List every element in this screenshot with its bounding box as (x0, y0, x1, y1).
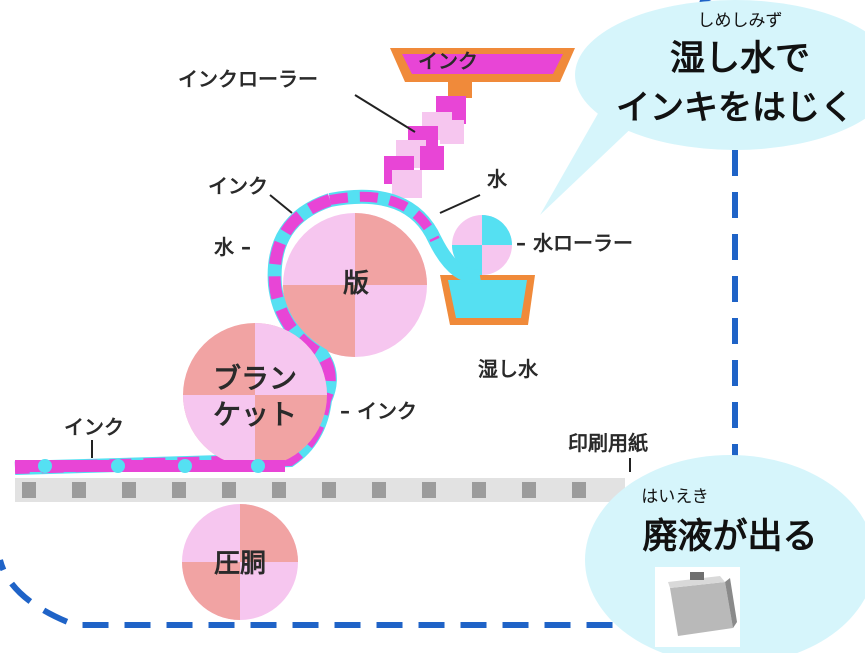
paper-perforation (472, 482, 486, 498)
paper-perforation (372, 482, 386, 498)
plate-cylinder (283, 213, 427, 357)
water-label-left: 水 – (214, 235, 251, 259)
paper-perforation (422, 482, 436, 498)
water-roller (452, 215, 512, 275)
speech-bubble-top (540, 0, 865, 215)
dampening-water-label: 湿し水 (478, 357, 539, 381)
paper-perforation (522, 482, 536, 498)
bubble-bottom-line1: 廃液が出る (642, 517, 818, 557)
paper-perforation (272, 482, 286, 498)
paper-perforation (322, 482, 336, 498)
ink-tray (390, 48, 575, 98)
ink-roller-leader (354, 94, 416, 133)
bubble-top-ruby: しめしみず (697, 11, 783, 31)
blanket-label-line2: ケット (213, 398, 297, 431)
ink-roller-chain (384, 96, 466, 198)
bubble-top-line1: 湿し水で (669, 39, 810, 79)
paper-ink-line (15, 459, 285, 473)
water-roller-label: – 水ローラー (516, 231, 633, 255)
ink-tray-label: インク (418, 49, 478, 73)
water-trough (440, 275, 535, 325)
printing-paper-label: 印刷用紙 (568, 431, 648, 455)
paper-perforation (572, 482, 586, 498)
ink-paper-label: インク (64, 415, 124, 439)
paper-perforation (172, 482, 186, 498)
ink-blanket-label: – インク (340, 399, 417, 423)
bubble-top-line2: インキをはじく (616, 88, 854, 128)
blanket-cylinder (183, 323, 327, 467)
water-label-right: 水 (487, 167, 508, 191)
plate-label: 版 (342, 269, 369, 299)
ink-roller-label: インクローラー (178, 67, 318, 91)
impression-label: 圧胴 (214, 549, 266, 579)
ink-label-left: インク (208, 174, 268, 198)
paper-perforation (222, 482, 236, 498)
printing-paper (15, 478, 625, 502)
impression-cylinder (182, 504, 298, 620)
ink-leader-left (269, 194, 293, 214)
water-leader-right (439, 194, 481, 214)
paper-perforation (72, 482, 86, 498)
blanket-label-line1: ブラン (213, 362, 297, 395)
bubble-bottom-ruby: はいえき (641, 487, 709, 507)
paper-perforation (22, 482, 36, 498)
paper-perforation (122, 482, 136, 498)
waste-liquid-tank-icon (655, 567, 740, 647)
